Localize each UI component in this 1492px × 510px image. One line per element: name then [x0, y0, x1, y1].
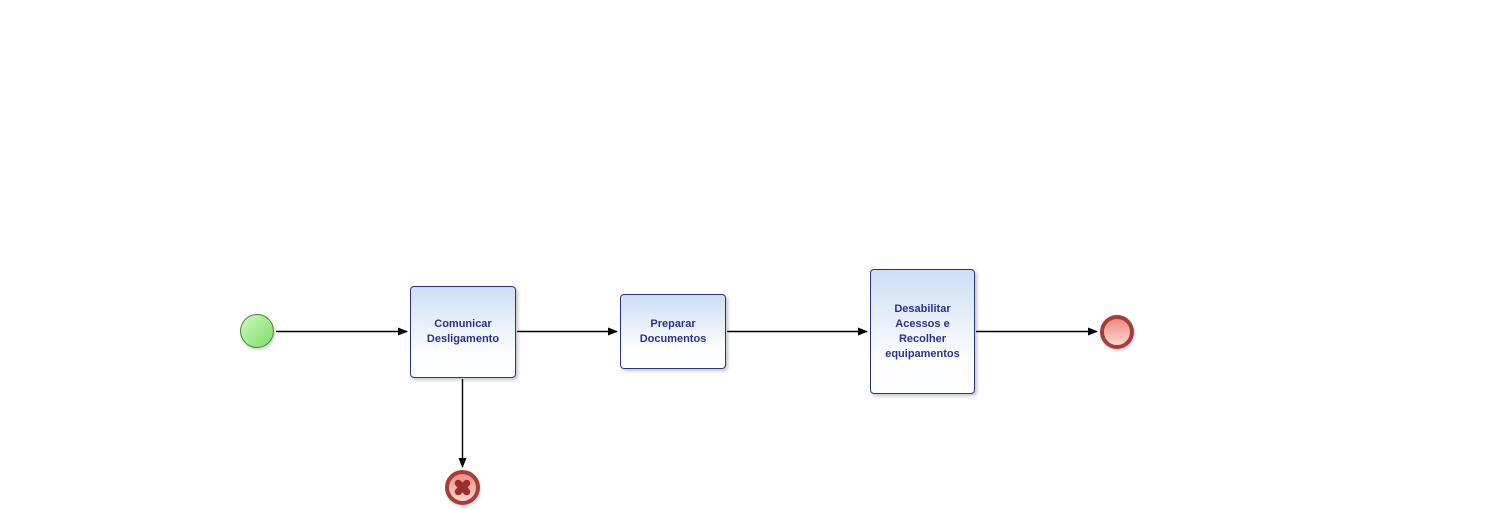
- end-event[interactable]: [1100, 315, 1134, 349]
- cancel-end-event[interactable]: [445, 470, 480, 505]
- task-label: Comunicar Desligamento: [426, 318, 500, 345]
- task-label: Preparar Documentos: [639, 317, 707, 345]
- task-label: Desabilitar Acessos e Recolher equipamen…: [885, 302, 960, 360]
- task-preparar-documentos[interactable]: Preparar Documentos: [620, 294, 726, 369]
- task-comunicar-desligamento[interactable]: Comunicar Desligamento: [410, 286, 516, 378]
- start-event[interactable]: [240, 314, 274, 348]
- task-desabilitar-acessos[interactable]: Desabilitar Acessos e Recolher equipamen…: [870, 269, 975, 394]
